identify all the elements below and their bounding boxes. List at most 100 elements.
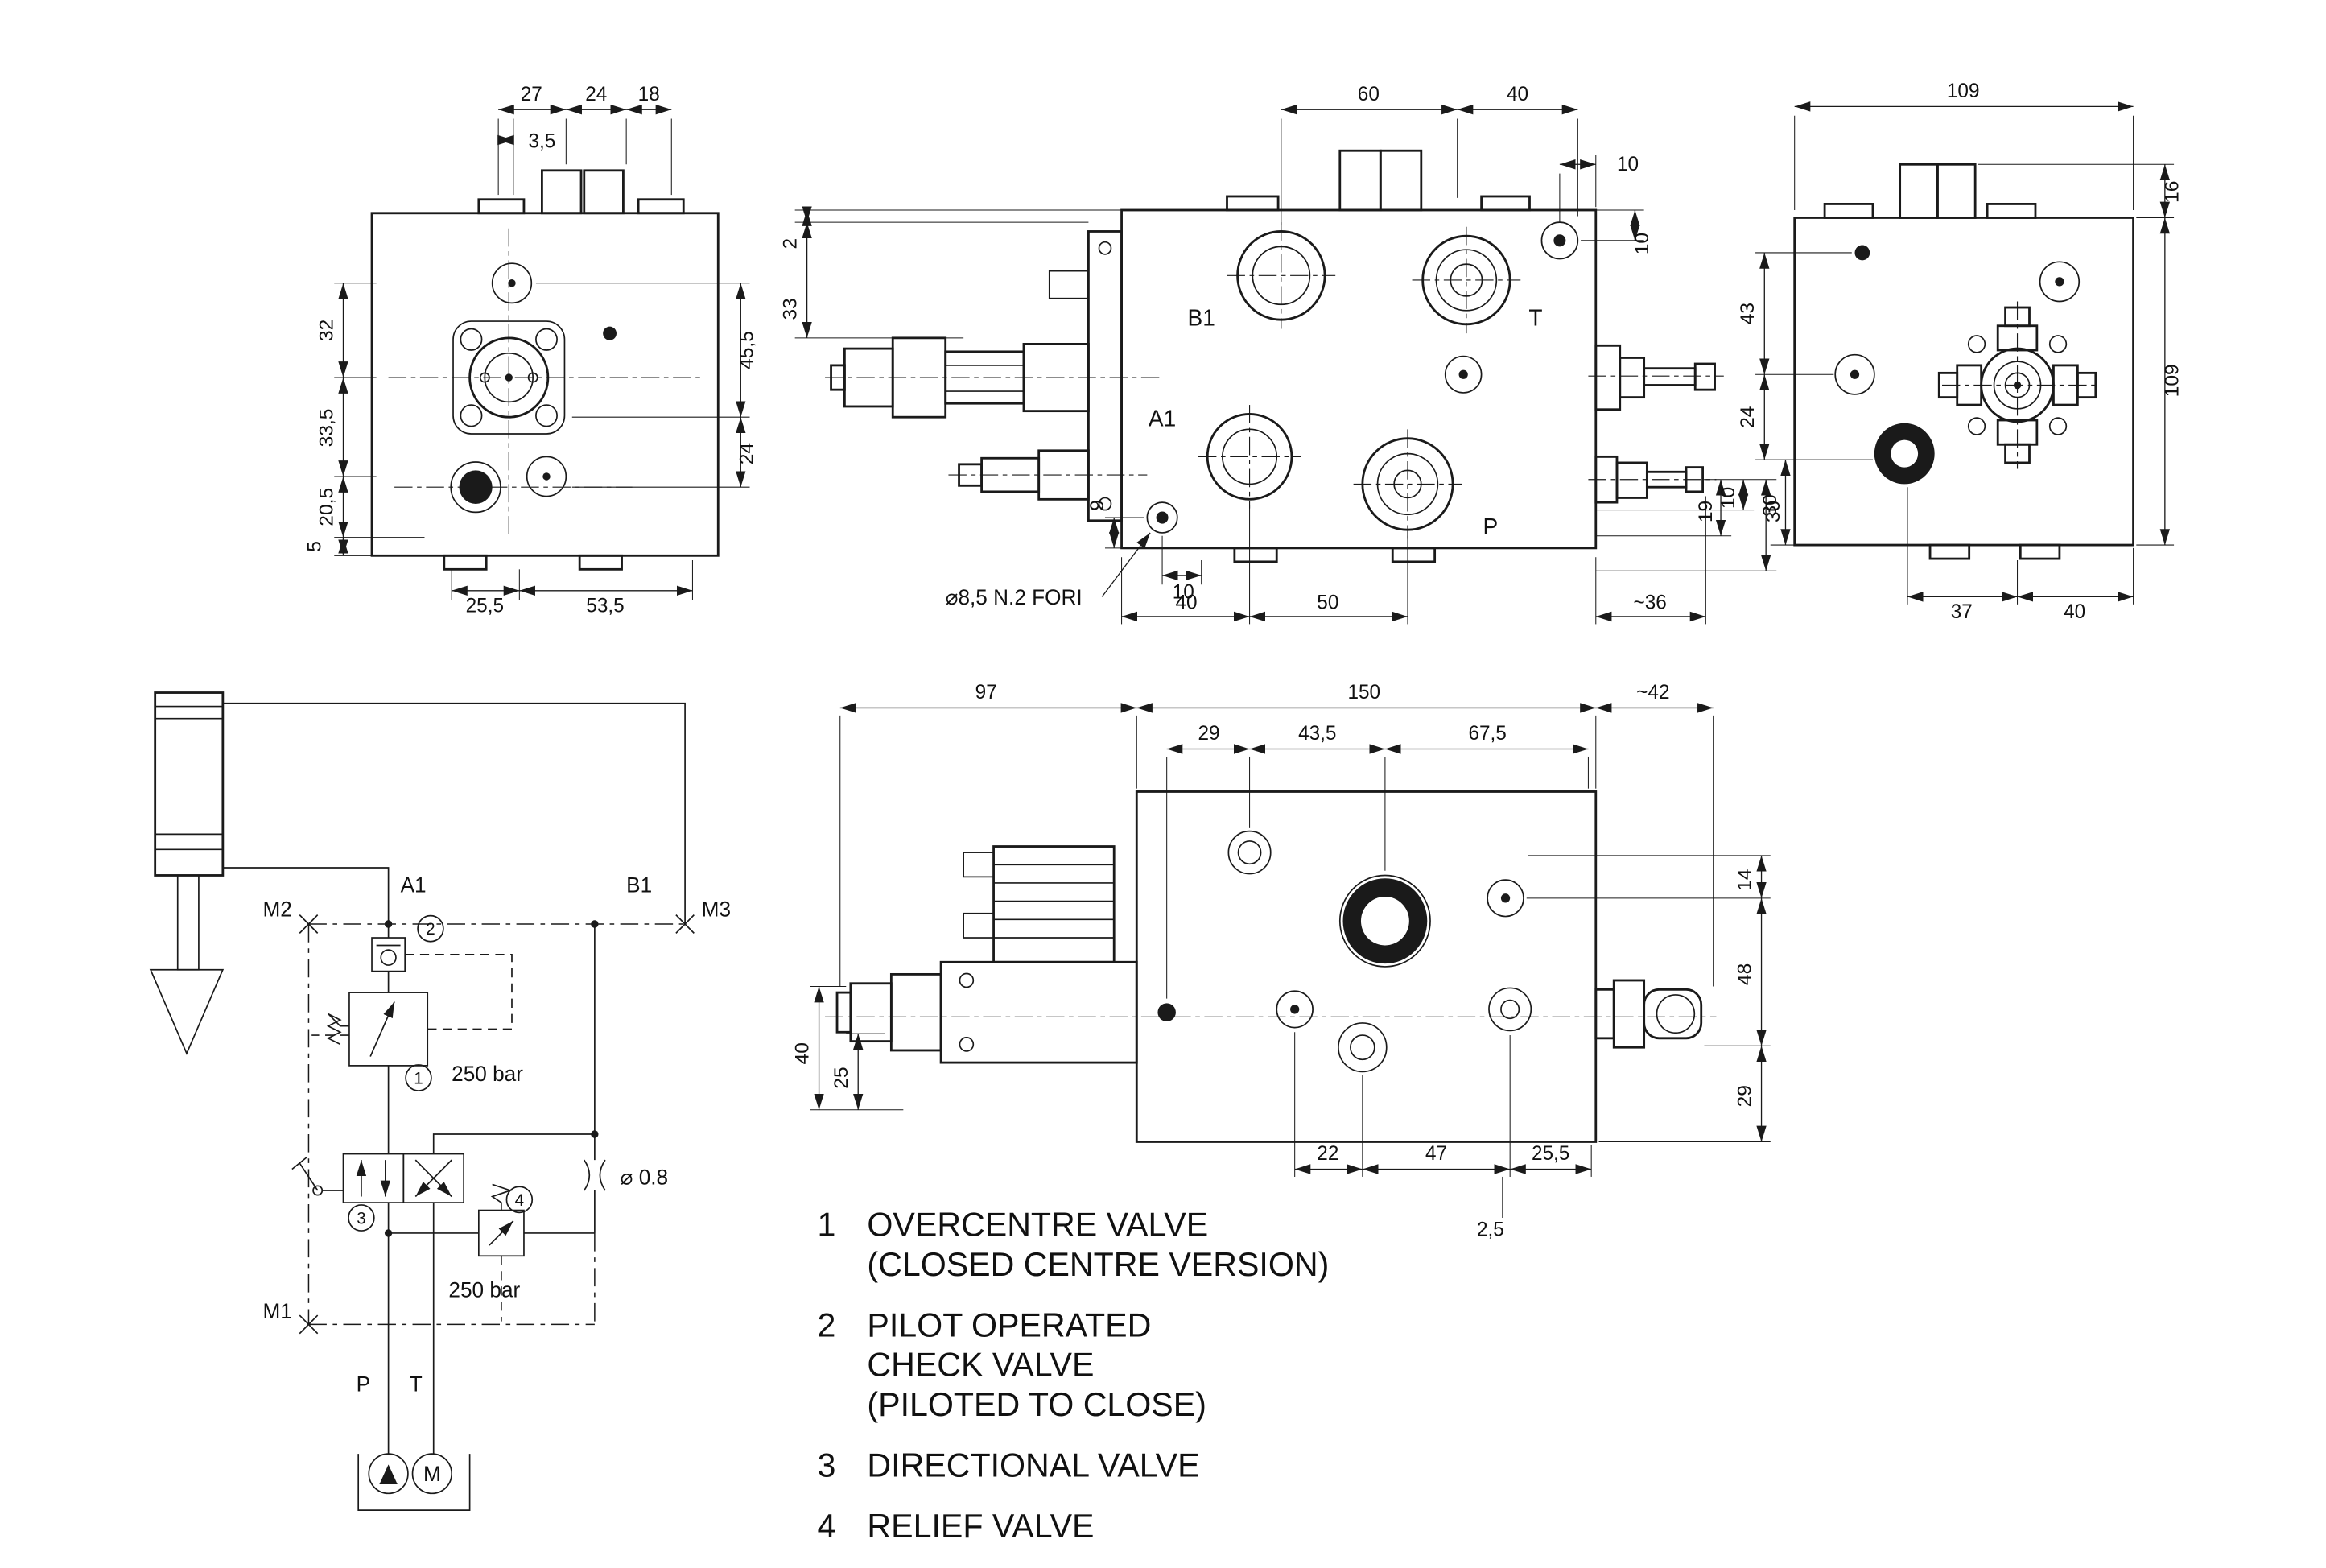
dim-label: ~36 [1634,592,1667,613]
dim-label: 5 [304,541,326,552]
dim-label: 60 [1358,84,1380,105]
label-m1: M1 [263,1299,292,1323]
dim-label: 40 [792,1042,814,1064]
setting-250bar-2: 250 bar [448,1277,520,1302]
dim-label: 9 [1087,500,1108,511]
dim-label: 10 [1718,487,1739,509]
dim-label: 2 [780,238,802,250]
dim-label: 14 [1734,869,1756,890]
dim-label: 50 [1317,592,1338,613]
port-labels: B1 T A1 P [1149,305,1543,539]
label-b1: B1 [626,873,652,897]
dim-label: 40 [2064,601,2085,623]
view-front: B1 T A1 P 60 40 10 10 [780,84,1784,625]
body-geometry [825,790,1717,1143]
dim-label: 43 [1737,303,1759,324]
dim-label: 67,5 [1468,723,1506,745]
dim-label: 10 [1617,154,1639,175]
body-geometry [1793,163,2134,560]
dim-label: 18 [638,84,660,105]
port-label-p: P [1483,514,1498,539]
dim-label: 32 [316,320,338,341]
orifice-symbol [584,1159,606,1191]
body-geometry [370,169,720,571]
callout-1: 1 [414,1069,423,1087]
hole-note: ⌀8,5 N.2 FORI [946,585,1083,609]
dim-label: 29 [1734,1085,1756,1107]
legend-item-1-line-1: OVERCENTRE VALVE [867,1207,1208,1244]
dim-label: 97 [975,682,997,704]
legend-num-2: 2 [817,1306,835,1343]
legend: 1 OVERCENTRE VALVE (CLOSED CENTRE VERSIO… [817,1207,1329,1545]
legend-item-2-line-3: (PILOTED TO CLOSE) [867,1386,1206,1423]
dim-label: 16 [2162,181,2184,203]
dimensions: 27 24 18 3,5 32 33,5 20,5 5 [304,84,758,617]
cylinder-symbol [149,691,225,1055]
legend-num-1: 1 [817,1207,835,1244]
port-label-b1: B1 [1188,305,1215,331]
dim-label: 40 [1507,84,1528,105]
legend-item-2-line-2: CHECK VALVE [867,1346,1094,1383]
hydraulic-schematic: M A1 B1 M2 M3 M1 P T 250 bar 250 bar ⌀ 0… [149,691,732,1511]
dim-label: 109 [2162,364,2184,397]
dim-label: 109 [1947,80,1980,102]
dim-label: 19 [1695,501,1717,522]
overcentre-valve-symbol [326,992,429,1067]
dim-label: 25,5 [1532,1143,1569,1165]
dim-label: 33 [780,298,802,320]
callout-2: 2 [426,920,435,939]
dimensions: 109 16 109 43 24 30 37 40 [1737,80,2183,623]
dim-label: 10 [1173,581,1194,603]
port-label-t: T [1528,305,1542,331]
dim-label: 3,5 [528,130,555,152]
legend-item-1-line-2: (CLOSED CENTRE VERSION) [867,1246,1329,1283]
label-t: T [410,1372,423,1396]
motor-label: M [423,1462,441,1486]
port-label-a1: A1 [1149,405,1176,431]
dimensions: 60 40 10 10 2 33 9 10 [780,84,1784,625]
dim-label: 30 [1759,494,1781,516]
label-a1: A1 [401,873,427,897]
circuit-lines [222,702,695,1455]
dim-label: 53,5 [586,595,624,617]
dim-label: 25,5 [466,595,504,617]
dim-label: 40 [1175,592,1197,613]
relief-valve-symbol [477,1183,525,1257]
pump-motor-symbol: M [357,1453,471,1511]
legend-item-3-line-1: DIRECTIONAL VALVE [867,1446,1199,1483]
dim-label: 47 [1425,1143,1447,1165]
schematic-labels: A1 B1 M2 M3 M1 P T 250 bar 250 bar ⌀ 0.8… [263,873,732,1396]
legend-item-4-line-1: RELIEF VALVE [867,1508,1094,1545]
dim-label: 150 [1347,682,1380,704]
dim-label: 10 [1631,233,1653,254]
directional-valve-symbol [291,1153,464,1203]
label-p: P [357,1372,370,1396]
label-m2: M2 [263,897,292,921]
dim-label: ~42 [1636,682,1669,704]
orifice-label: ⌀ 0.8 [621,1165,668,1189]
dim-label: 22 [1317,1143,1338,1165]
dim-label: 37 [1951,601,1973,623]
dim-label: 48 [1734,963,1756,985]
callout-3: 3 [357,1209,365,1228]
dimensions: 97 150 ~42 29 43,5 67,5 14 48 29 [792,682,1771,1241]
dim-label: 20,5 [316,488,338,526]
view-end-left: 27 24 18 3,5 32 33,5 20,5 5 [304,84,758,617]
dim-label: 29 [1198,723,1220,745]
dim-label: 2,5 [1477,1219,1504,1241]
callout-4: 4 [515,1191,524,1210]
dim-label: 25 [831,1067,852,1088]
dim-label: 24 [585,84,607,105]
legend-num-3: 3 [817,1446,835,1483]
label-m3: M3 [702,897,731,921]
legend-num-4: 4 [817,1508,835,1545]
dim-label: 33,5 [316,409,338,448]
setting-250bar-1: 250 bar [452,1062,523,1086]
check-valve-symbol [371,937,406,972]
dim-label: 24 [1737,406,1759,428]
dim-label: 27 [521,84,542,105]
dim-label: 45,5 [736,331,757,369]
